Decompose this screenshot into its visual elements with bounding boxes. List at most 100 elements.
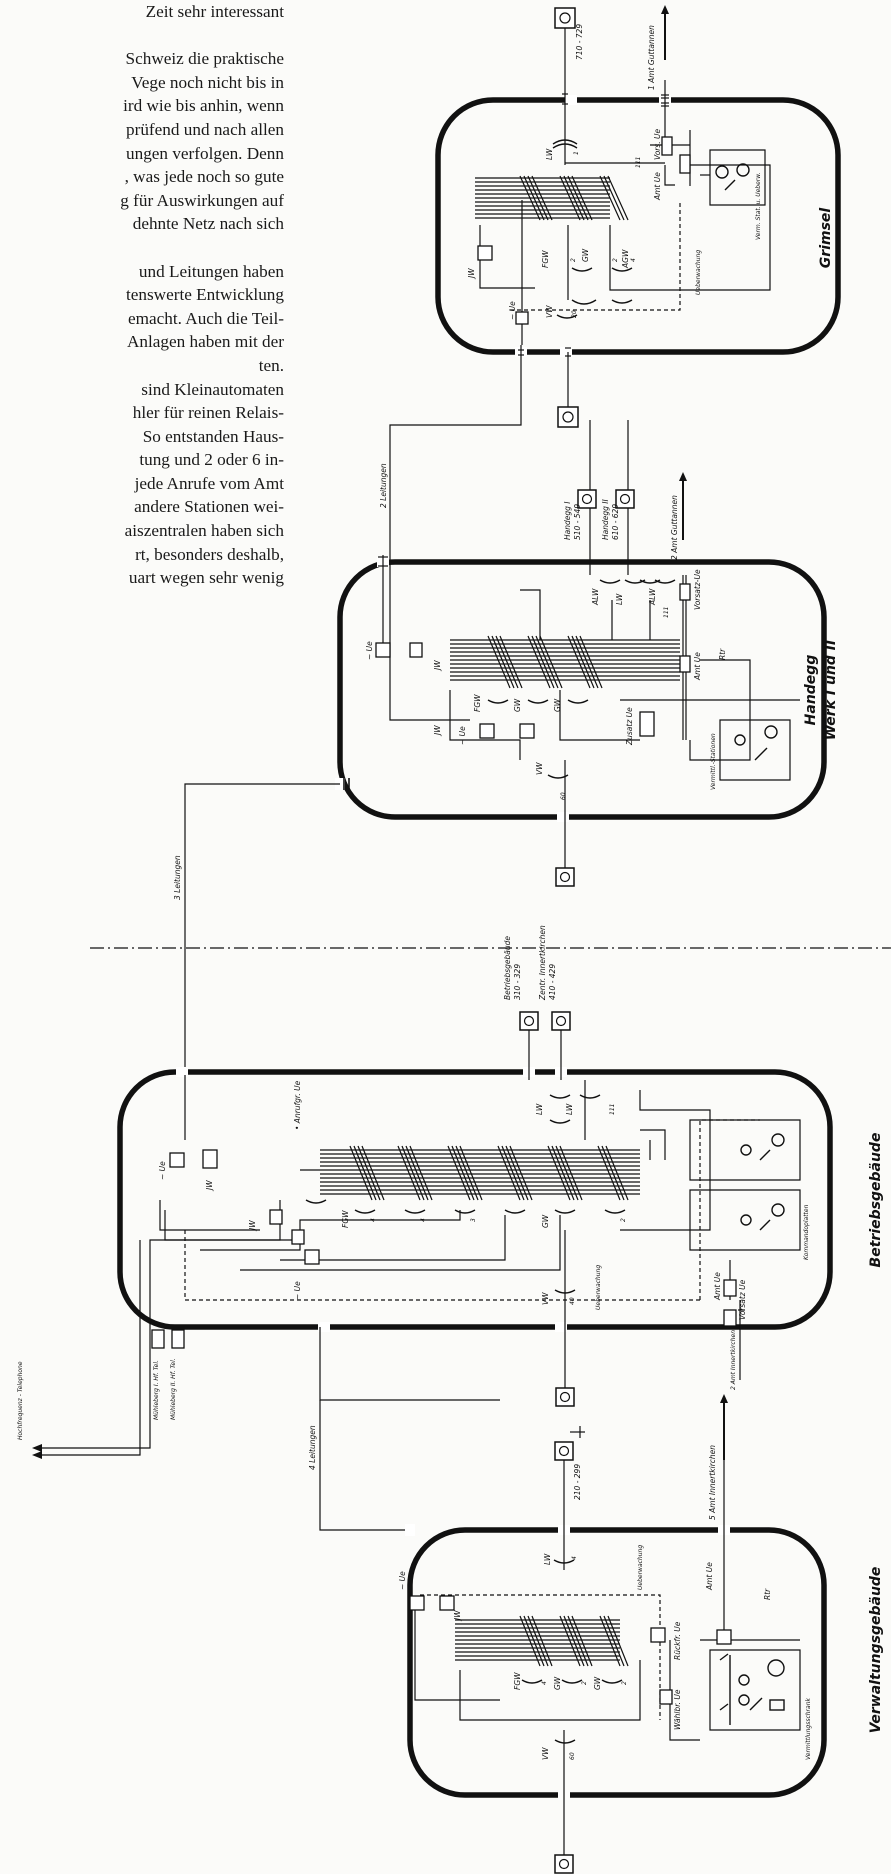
text-line: sind Kleinautomaten xyxy=(141,379,284,399)
component-label: 20 xyxy=(571,310,578,318)
station-betriebsgebaeude: Betriebsgebäude Betriebsgebäude 310 - 32… xyxy=(117,925,884,1420)
text-line: tung und 2 oder 6 in- xyxy=(139,450,284,470)
component-label: VW xyxy=(535,762,544,775)
text-line: prüfend und nach allen xyxy=(126,119,284,139)
component-label: Amt Ue xyxy=(705,1562,714,1591)
component-label: 4 xyxy=(370,1218,377,1222)
text-line: jede Anrufe vom Amt xyxy=(134,473,284,493)
component-label: VW xyxy=(541,1292,550,1305)
component-label: GW xyxy=(553,1676,562,1690)
component-label: ALW xyxy=(591,588,600,606)
component-label: 3 xyxy=(470,1218,477,1222)
component-label: Mühleberg II. Hf. Tel. xyxy=(170,1358,177,1420)
phone-symbol xyxy=(555,867,575,887)
component-label: 60 xyxy=(569,1752,576,1760)
component-label: ~ Ue xyxy=(458,726,467,745)
text-line: Zeit sehr interessant xyxy=(145,2,284,21)
component-label: GW xyxy=(553,698,562,712)
handegg-betrieb-lines: 3 Leitungen xyxy=(173,855,182,900)
component-label: 60 xyxy=(560,792,567,800)
hf-telephone-label: Hochfrequenz - Telephone xyxy=(17,1361,24,1440)
component-label: Rtr xyxy=(763,1588,772,1600)
component-label: Amt Ue xyxy=(653,172,662,201)
phone-symbol xyxy=(554,7,576,29)
station-grimsel: Grimsel 1 Amt Guttannen 710 - 729 LW 1 V… xyxy=(435,5,841,428)
component-label: Vors. Ue xyxy=(653,128,662,160)
betrieb-label: Betriebsgebäude xyxy=(868,1133,884,1268)
phone-symbol xyxy=(519,1011,539,1031)
component-label: ~ Ue xyxy=(293,1281,302,1300)
component-label: Ueberwachung xyxy=(595,1265,602,1310)
phone-symbol xyxy=(555,1387,575,1407)
component-label: 111 xyxy=(663,607,670,618)
station-grimsel-box xyxy=(435,97,841,355)
station-verwaltungsgebaeude: Verwaltungsgebäude 210 - 299 5 Amt Inner… xyxy=(398,1394,884,1874)
component-label: Ueberwachung xyxy=(695,250,702,295)
component-label: 4 xyxy=(420,1218,427,1222)
component-label: Amt Ue xyxy=(693,652,702,681)
component-label: ALW xyxy=(648,588,657,606)
component-label: Rückfr. Ue xyxy=(673,1621,682,1660)
station-handegg-box xyxy=(337,559,827,820)
component-label: Verm. Stat. u. Ueberw. xyxy=(755,172,762,240)
betrieb-verwaltung-lines: 4 Leitungen xyxy=(308,1425,317,1470)
component-label: 2 xyxy=(581,1681,588,1685)
component-label: JW xyxy=(467,268,476,280)
component-label: 510 - 549 xyxy=(573,504,582,540)
component-label: Handegg II xyxy=(601,499,610,540)
component-label: FGW xyxy=(473,694,482,712)
component-label: JW xyxy=(453,1610,462,1622)
component-label: GW xyxy=(581,248,590,262)
text-line: ten. xyxy=(258,355,284,375)
text-line: rt, besonders deshalb, xyxy=(135,544,284,564)
component-label: JW xyxy=(205,1180,214,1192)
text-line: g für Auswirkungen auf xyxy=(120,190,284,210)
component-label: ~ Ue xyxy=(158,1161,167,1180)
station-handegg: Handegg Werk I und II Handegg I 510 - 54… xyxy=(335,420,839,887)
component-label: 2 Amt Guttannen xyxy=(670,495,679,560)
component-label: 410 - 429 xyxy=(548,964,557,1000)
component-label: LW xyxy=(535,1103,544,1115)
text-line: So entstanden Haus- xyxy=(142,426,284,446)
phone-symbol xyxy=(554,1854,574,1874)
component-label: Wählbr. Ue xyxy=(673,1689,682,1730)
component-label: LW xyxy=(545,148,554,160)
component-label: Vorsatz-Ue xyxy=(693,569,702,610)
component-label: 111 xyxy=(635,157,642,168)
component-label: LW xyxy=(565,1103,574,1115)
component-label: FGW xyxy=(513,1672,522,1690)
component-label: 4 xyxy=(630,258,637,262)
grimsel-handegg-lines: 2 Leitungen xyxy=(379,463,388,508)
text-line: ird wie bis anhin, wenn xyxy=(123,96,284,116)
text-line: emacht. Auch die Teil- xyxy=(128,308,284,328)
station-betrieb-box xyxy=(117,1069,833,1330)
grimsel-label: Grimsel xyxy=(818,208,834,269)
text-line: , was jede noch so gute xyxy=(124,167,284,187)
text-line: tenswerte Entwicklung xyxy=(126,285,284,305)
text-line: hler für reinen Relais- xyxy=(132,403,284,423)
component-label: FGW xyxy=(341,1210,350,1228)
component-label: ~ Ue xyxy=(508,301,517,320)
component-label: LW xyxy=(543,1553,552,1565)
text-line: Anlagen haben mit der xyxy=(126,332,284,352)
component-label: LW xyxy=(615,593,624,605)
component-label: 1 xyxy=(573,151,580,155)
component-label: ~ Ue xyxy=(365,641,374,660)
text-line: und Leitungen haben xyxy=(138,261,284,281)
component-label: Kommandoplatten xyxy=(803,1204,810,1260)
component-label: Zentr. Innertkirchen xyxy=(538,925,547,1001)
component-label: GW xyxy=(593,1676,602,1690)
component-label: 4 xyxy=(541,1681,548,1685)
component-label: AGW xyxy=(621,249,630,269)
text-line: dehnte Netz nach sich xyxy=(132,214,284,234)
component-label: 40 xyxy=(569,1297,576,1305)
component-label: 2 xyxy=(612,258,619,262)
grimsel-range: 710 - 729 xyxy=(575,24,584,60)
component-label: 2 Amt Innertkirchen xyxy=(730,1330,737,1390)
component-label: VW xyxy=(545,305,554,318)
component-label: 4 xyxy=(571,1556,578,1560)
component-label: 5 Amt Innertkirchen xyxy=(708,1445,717,1520)
handegg-label-2: Werk I und II xyxy=(823,640,839,740)
